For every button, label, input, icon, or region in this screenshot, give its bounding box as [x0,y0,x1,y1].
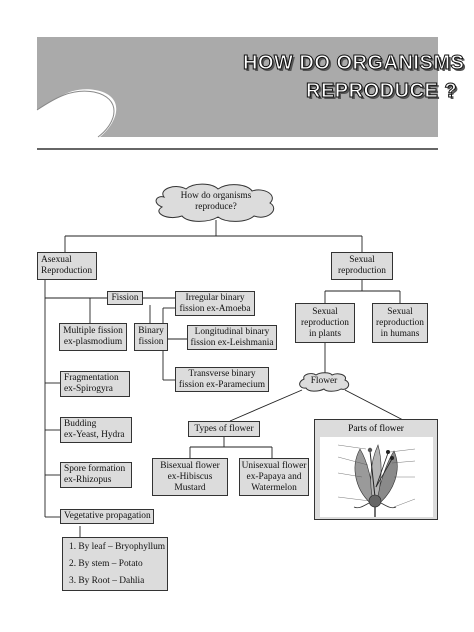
types-of-flower-box: Types of flower [188,421,260,437]
parts-of-flower-title: Parts of flower [348,424,404,434]
flower-illustration [320,437,433,517]
vegetative-propagation-box: Vegetative propagation [60,509,154,524]
list-item: 1. By leaf – Bryophyllum [69,541,166,552]
list-item: 2. By stem – Potato [69,558,143,569]
list-item: 3. By Root – Dahlia [69,575,145,586]
fission-box: Fission [107,291,143,305]
parts-of-flower-panel: Parts of flower [314,419,438,520]
chapter-title-line1: HOW DO ORGANISMS [242,52,465,75]
flower-label: Flower [310,376,338,386]
flower-cloud-shape [299,372,350,392]
chapter-title-line2: REPRODUCE ? [305,80,458,103]
root-cloud-shape [155,183,275,222]
vegetative-methods-list: 1. By leaf – Bryophyllum 2. By stem – Po… [62,537,168,591]
chapter-banner [36,37,438,150]
